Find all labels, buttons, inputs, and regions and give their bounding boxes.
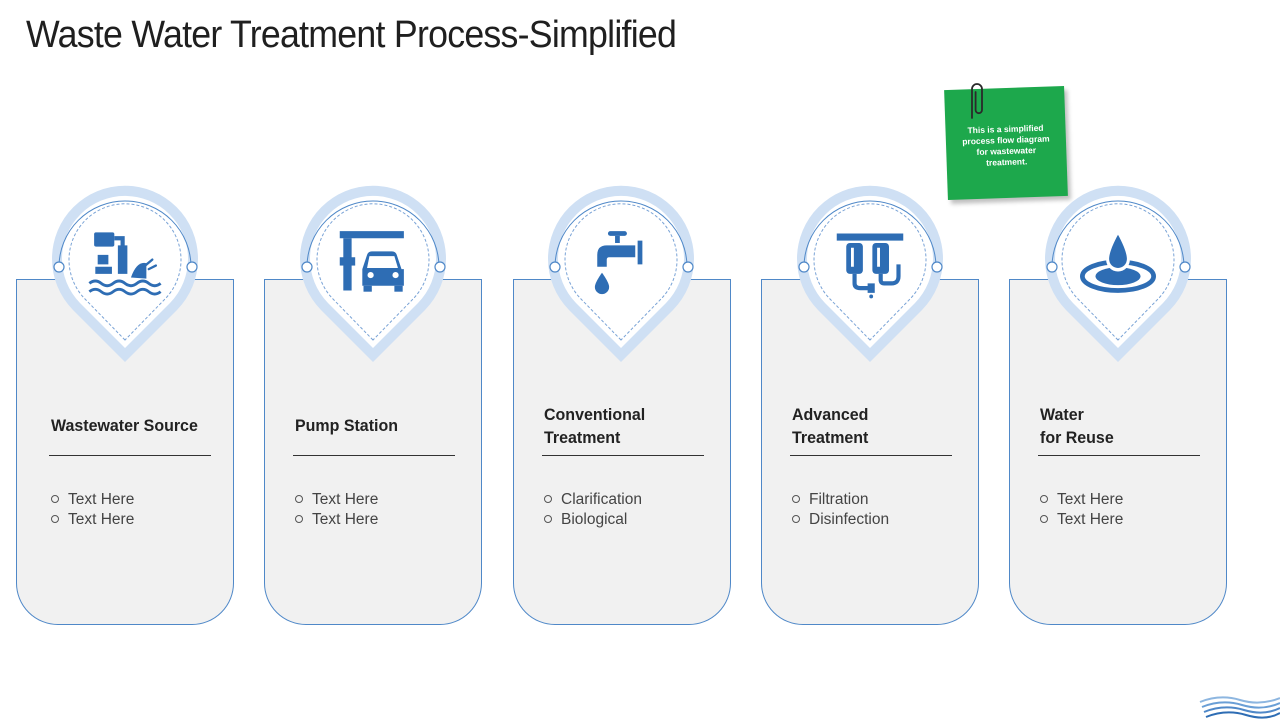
step-title: Water for Reuse xyxy=(1040,405,1114,447)
sticky-note: This is a simplified process flow diagra… xyxy=(944,85,1068,201)
step-bullet: Text Here xyxy=(295,490,378,510)
step-pin xyxy=(547,185,695,364)
page-title: Waste Water Treatment Process-Simplified xyxy=(26,14,677,56)
paperclip-icon xyxy=(971,83,983,119)
step-bullet: Filtration xyxy=(792,490,889,510)
step-title: Wastewater Source xyxy=(51,415,198,435)
step-pin xyxy=(299,185,447,364)
pump-station-icon xyxy=(339,231,404,292)
wastewater-source-icon xyxy=(88,232,162,296)
step-divider xyxy=(790,455,952,456)
sticky-note-text: This is a simplified process flow diagra… xyxy=(962,122,1050,168)
filtration-icon xyxy=(836,233,904,299)
step-bullet-list: Text Here Text Here xyxy=(1040,490,1123,529)
water-tap-icon xyxy=(594,231,643,295)
water-drop-icon xyxy=(1080,231,1156,293)
step-divider xyxy=(542,455,704,456)
step-divider xyxy=(49,455,211,456)
step-bullet-list: Text Here Text Here xyxy=(295,490,378,529)
step-bullet: Disinfection xyxy=(792,510,889,530)
step-bullet: Text Here xyxy=(51,510,134,530)
step-pin xyxy=(1044,185,1192,364)
step-bullet: Clarification xyxy=(544,490,642,510)
step-pin xyxy=(796,185,944,364)
step-bullet: Text Here xyxy=(295,510,378,530)
pin-badge xyxy=(548,185,694,362)
step-bullet-list: Clarification Biological xyxy=(544,490,642,529)
step-bullet: Text Here xyxy=(51,490,134,510)
step-card-advanced-treatment: Advanced Treatment Filtration Disinfecti… xyxy=(761,279,979,625)
step-bullet: Text Here xyxy=(1040,490,1123,510)
step-bullet: Text Here xyxy=(1040,510,1123,530)
step-bullet: Biological xyxy=(544,510,642,530)
step-divider xyxy=(1038,455,1200,456)
step-bullet-list: Filtration Disinfection xyxy=(792,490,889,529)
step-title: Conventional Treatment xyxy=(544,405,646,447)
step-pin xyxy=(51,185,199,364)
step-title: Pump Station xyxy=(295,415,398,435)
step-title: Advanced Treatment xyxy=(792,405,869,447)
step-bullet-list: Text Here Text Here xyxy=(51,490,134,529)
waves-icon xyxy=(1199,696,1280,719)
step-divider xyxy=(293,455,455,456)
